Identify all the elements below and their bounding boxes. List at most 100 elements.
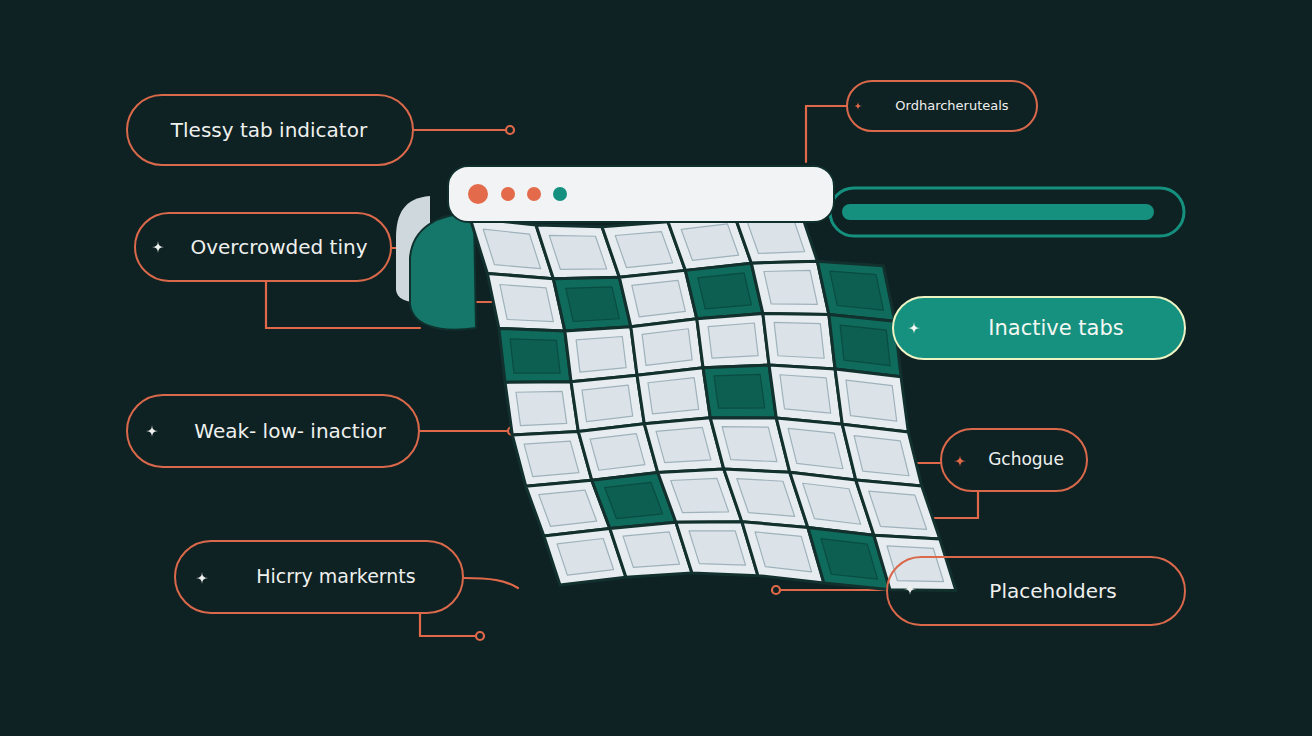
tab-cell — [829, 315, 901, 377]
progress-bar — [842, 204, 1154, 220]
callout-box: Overcrowded tiny — [134, 212, 392, 282]
tab-cell-inner — [557, 539, 614, 576]
tab-cell — [697, 313, 769, 367]
tab-grid — [470, 209, 956, 590]
tab-cell-frame — [856, 480, 940, 539]
callout-box: Ordharcheruteals — [846, 80, 1038, 132]
callout-box: Weak- low- inactior — [126, 394, 420, 468]
tab-cell-frame — [571, 375, 644, 431]
bullet — [908, 322, 920, 334]
tab-cell — [571, 375, 644, 431]
tab-cell-frame — [697, 313, 769, 367]
leader-line — [464, 578, 518, 588]
tab-cell — [553, 277, 631, 331]
tab-cell-inner — [516, 391, 567, 425]
leader-line — [780, 589, 886, 591]
tab-cell — [685, 263, 763, 319]
leader-line — [420, 614, 476, 636]
callout-text: Placeholders — [989, 580, 1116, 603]
tab-cell-inner — [846, 380, 897, 421]
tab-cell-inner — [671, 478, 729, 512]
tab-cell-inner — [780, 375, 831, 413]
tab-cell — [842, 424, 921, 486]
tab-cell-inner — [500, 284, 554, 321]
tab-cell-inner — [549, 235, 606, 269]
tab-cell-inner — [510, 339, 560, 373]
tab-cell-inner — [869, 491, 927, 529]
tab-cell-inner — [582, 385, 633, 421]
tab-cell-inner — [854, 436, 909, 476]
tab-cell-inner — [656, 427, 711, 462]
tab-cell — [817, 261, 895, 321]
callout-box: Placeholders — [886, 556, 1186, 626]
tab-cell-frame — [685, 263, 763, 319]
tab-cell-frame — [817, 261, 895, 321]
window-dot — [527, 187, 541, 201]
tab-cell-inner — [524, 441, 579, 476]
window-dot — [468, 184, 488, 204]
tab-cell-inner — [615, 232, 672, 268]
tab-cell-inner — [681, 224, 738, 261]
bullet — [152, 241, 164, 253]
tab-cell-inner — [755, 532, 812, 572]
bullet — [196, 572, 208, 584]
tab-cell-frame — [505, 382, 578, 435]
tab-cell-inner — [774, 322, 824, 358]
callout-text: Weak- low- inactior — [194, 420, 385, 443]
tab-cell — [856, 480, 940, 539]
tab-cell — [703, 365, 776, 418]
tab-cell-frame — [553, 277, 631, 331]
bullet — [146, 425, 158, 437]
tab-cell-frame — [619, 270, 697, 326]
tab-cell-inner — [642, 329, 692, 366]
tab-cell — [637, 368, 710, 424]
tab-cell-inner — [605, 482, 663, 518]
leader-end — [772, 586, 780, 594]
tab-cell-frame — [703, 365, 776, 418]
leader-line — [806, 106, 846, 162]
leader-line — [420, 430, 508, 432]
callout-box: Hicrry markernts — [174, 540, 464, 614]
callout-text: Inactive tabs — [988, 316, 1123, 340]
tab-cell-inner — [590, 434, 645, 471]
tab-cell-inner — [566, 287, 620, 322]
window-dot — [501, 187, 515, 201]
callout-text: Ordharcheruteals — [895, 99, 1008, 114]
tab-cell-inner — [714, 374, 765, 408]
tab-cell-inner — [821, 539, 878, 579]
tab-cell — [751, 261, 829, 314]
tab-cell — [835, 369, 908, 432]
tab-cell-frame — [751, 261, 829, 314]
tab-cell-inner — [830, 271, 884, 310]
leader-end — [506, 126, 514, 134]
tab-cell — [769, 365, 842, 424]
callout-box: Inactive tabs — [892, 296, 1186, 360]
tab-curl — [410, 214, 476, 330]
tab-cell-inner — [623, 532, 680, 568]
tab-cell — [631, 319, 703, 375]
browser-bar — [448, 166, 834, 222]
callout-text: Tlessy tab indicator — [171, 119, 367, 142]
tab-cell-frame — [769, 365, 842, 424]
tab-cell-frame — [842, 424, 921, 486]
tab-cell-inner — [764, 270, 818, 304]
tab-cell — [763, 313, 835, 369]
tab-cell-inner — [840, 325, 890, 366]
tab-cell-inner — [576, 336, 626, 372]
bullet — [854, 102, 862, 110]
tab-cell-frame — [565, 327, 637, 382]
callout-box: Tlessy tab indicator — [126, 94, 414, 166]
callout-text: Overcrowded tiny — [190, 236, 367, 259]
tab-cell-frame — [835, 369, 908, 432]
tab-cell-inner — [747, 219, 804, 254]
tab-cell-frame — [829, 315, 901, 377]
tab-cell-frame — [631, 319, 703, 375]
progress-track — [830, 188, 1184, 236]
leader-end — [476, 632, 484, 640]
tab-cell-inner — [539, 490, 597, 526]
tab-cell-inner — [803, 483, 861, 524]
tab-cell-frame — [763, 313, 835, 369]
tab-cell — [619, 270, 697, 326]
tab-cell-inner — [648, 378, 699, 414]
tab-cell-inner — [632, 280, 686, 316]
